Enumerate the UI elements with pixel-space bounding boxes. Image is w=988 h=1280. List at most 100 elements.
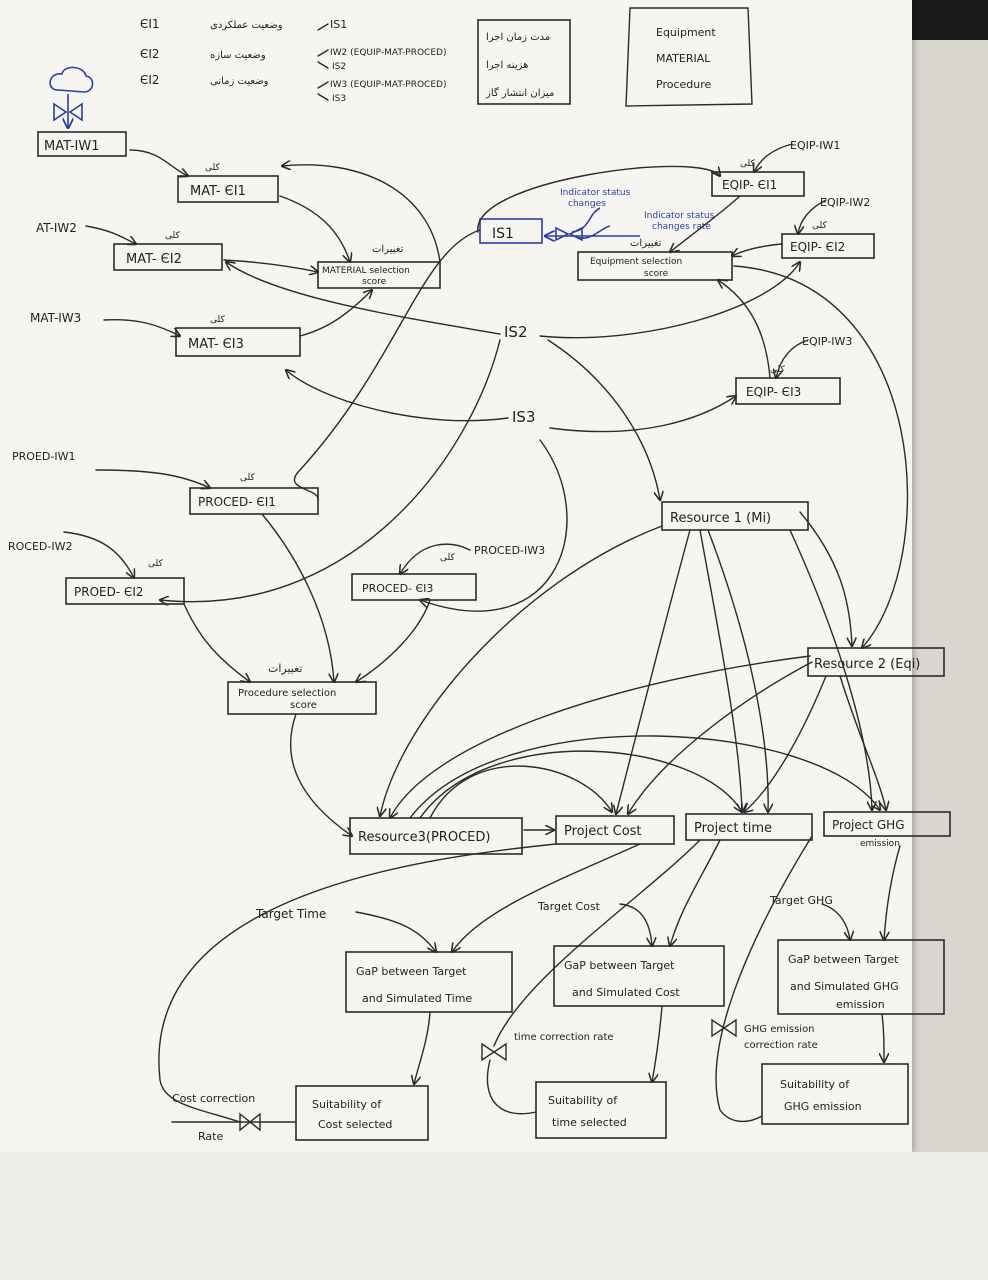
proced-score-fa: تغییرات xyxy=(268,662,303,675)
equip-ei3-label: EQIP- ЄI3 xyxy=(746,385,801,399)
equip-ei1-label: EQIP- ЄI1 xyxy=(722,178,777,192)
mat-iw3-label: MAT-IW3 xyxy=(30,311,81,325)
proced-ei3-fa: کلی xyxy=(440,553,455,563)
suit-ghg-l1: Suitability of xyxy=(780,1078,850,1091)
equip-iw1-label: EQIP-IW1 xyxy=(790,139,840,152)
header-is2: IS2 xyxy=(332,62,346,72)
indicator2-l1: Indicator status xyxy=(644,211,715,221)
gap-time-l2: and Simulated Time xyxy=(362,992,472,1005)
is1-label: IS1 xyxy=(492,226,514,242)
suit-cost-box xyxy=(295,1085,429,1141)
is3-label: IS3 xyxy=(512,408,536,426)
mat-iw1-label: MAT-IW1 xyxy=(44,139,100,154)
time-rate-valve-icon xyxy=(481,1042,507,1062)
proced-score-box xyxy=(227,681,377,715)
gap-cost-box xyxy=(553,945,725,1007)
header-iw3: IW3 (EQUIP-MAT-PROCED) xyxy=(330,80,446,90)
project-time-label: Project time xyxy=(694,821,772,836)
type-material: MATERIAL xyxy=(656,52,711,65)
mat-ei3-fa: کلی xyxy=(210,315,225,325)
gap-ghg-l1: GaP between Target xyxy=(788,953,899,966)
proced-ei1-fa: کلی xyxy=(240,473,255,483)
mat-ei3-label: MAT- ЄI3 xyxy=(188,337,244,352)
proced-score-l2: score xyxy=(290,700,317,711)
mat-iw2-label: AT-IW2 xyxy=(36,221,77,235)
header-iw2: IW2 (EQUIP-MAT-PROCED) xyxy=(330,48,446,58)
target-ghg-label: Target GHG xyxy=(769,894,833,907)
equip-ei2-label: EQIP- ЄI2 xyxy=(790,240,845,254)
header-is3: IS3 xyxy=(332,94,346,104)
proced-ei1-box xyxy=(189,487,319,515)
header-notes: ЄI1 وضعیت عملکردی IS1 ЄI2 وضعیت سازه IW2… xyxy=(140,7,753,107)
source-cloud xyxy=(49,66,94,128)
cost-rate-l2: Rate xyxy=(198,1130,223,1143)
proced-iw2-label: ROCED-IW2 xyxy=(8,540,73,553)
header-fa1: وضعیت عملکردی xyxy=(210,20,283,31)
gap-time-l1: GaP between Target xyxy=(356,965,467,978)
project-ghg-l2: emission xyxy=(860,839,900,849)
indicator1-l1: Indicator status xyxy=(560,188,631,198)
header-is1: IS1 xyxy=(330,18,347,31)
resource1-label: Resource 1 (Mi) xyxy=(670,511,771,526)
proced-iw1-label: PROED-IW1 xyxy=(12,450,75,463)
gap-ghg-box xyxy=(777,939,945,1015)
legend-fa-1: مدت زمان اجرا xyxy=(486,32,550,43)
equip-score-box xyxy=(577,251,733,281)
ghg-rate-l2: correction rate xyxy=(744,1040,818,1051)
suit-cost-l2: Cost selected xyxy=(318,1118,392,1131)
equip-score-l2: score xyxy=(644,269,669,279)
proced-ei1-label: PROCED- ЄI1 xyxy=(198,495,276,509)
suit-time-l2: time selected xyxy=(552,1116,627,1129)
types-box xyxy=(625,7,753,107)
resource2-label: Resource 2 (Eqi) xyxy=(814,657,920,672)
header-ei2: ЄI2 xyxy=(140,47,160,61)
equip-score-l1: Equipment selection xyxy=(590,257,682,267)
proced-ei2-label: PROED- ЄI2 xyxy=(74,585,144,599)
indicator1-l2: changes xyxy=(568,199,606,209)
mat-iw1-box xyxy=(37,131,127,157)
target-time-label: Target Time xyxy=(255,907,326,921)
type-procedure: Procedure xyxy=(656,78,712,91)
mat-ei2-fa: کلی xyxy=(165,231,180,241)
resource2-box xyxy=(807,647,945,677)
resource3-label: Resource3(PROCED) xyxy=(358,830,490,845)
valve-icon xyxy=(53,102,83,122)
resource1-box xyxy=(661,501,809,531)
mat-score-fa: تغییرات xyxy=(372,244,404,255)
ghg-rate-valve-icon xyxy=(711,1018,737,1038)
mat-ei2-box xyxy=(113,243,223,271)
equip-ei2-fa: کلی xyxy=(812,221,827,231)
suit-ghg-l2: GHG emission xyxy=(784,1100,862,1113)
proced-ei3-box xyxy=(351,573,477,601)
gap-ghg-l2: and Simulated GHG xyxy=(790,980,899,993)
proced-iw3-label: PROCED-IW3 xyxy=(474,544,545,557)
header-ei3: ЄI2 xyxy=(140,73,160,87)
mat-ei2-label: MAT- ЄI2 xyxy=(126,252,182,267)
mat-ei3-box xyxy=(175,327,301,357)
mat-ei1-box xyxy=(177,175,279,203)
proced-ei2-box xyxy=(65,577,185,605)
mat-ei1-label: MAT- ЄI1 xyxy=(190,184,246,199)
project-cost-label: Project Cost xyxy=(564,824,642,839)
mat-score-l2: score xyxy=(362,277,387,287)
is1-box xyxy=(479,218,543,244)
equip-iw3-label: EQIP-IW3 xyxy=(802,335,852,348)
project-time-box xyxy=(685,813,813,841)
suit-ghg-box xyxy=(761,1063,909,1125)
legend-box xyxy=(477,19,571,105)
header-fa3: وضعیت زمانی xyxy=(210,76,269,87)
equip-ei3-box xyxy=(735,377,841,405)
legend-fa-3: میزان انتشار گاز xyxy=(485,87,554,99)
cost-rate-l1: Cost correction xyxy=(172,1092,255,1105)
paper-sheet xyxy=(0,0,912,1152)
gap-ghg-l3: emission xyxy=(836,998,885,1011)
time-rate-label: time correction rate xyxy=(514,1032,614,1043)
suit-cost-l1: Suitability of xyxy=(312,1098,382,1111)
project-ghg-box xyxy=(823,811,951,837)
equip-ei2-box xyxy=(781,233,875,259)
is2-label: IS2 xyxy=(504,323,528,341)
header-fa2: وضعیت سازه xyxy=(210,50,266,61)
gap-cost-l1: GaP between Target xyxy=(564,959,675,972)
